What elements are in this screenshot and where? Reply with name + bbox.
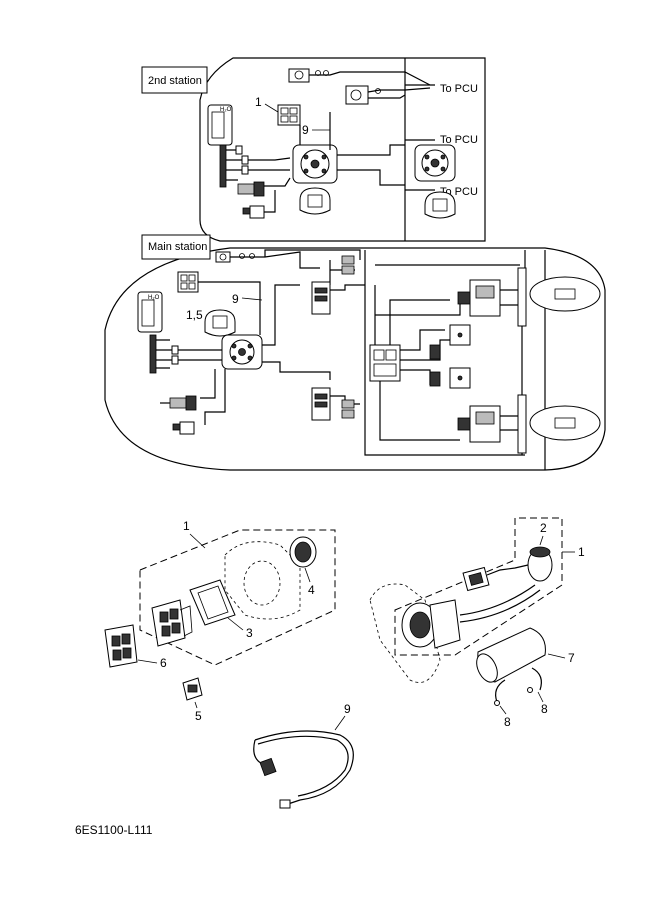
switch-assembly-exploded: 1 4 3 [104, 519, 336, 723]
harness-plug-2nd [299, 187, 331, 215]
callout-1-right: 1 [578, 545, 585, 559]
callout-6: 6 [160, 656, 167, 670]
switch-panel-main [177, 271, 199, 293]
wiring-callout-1: 1 [255, 95, 262, 109]
clip-8-left [494, 679, 506, 706]
switch-box-upper [311, 281, 365, 315]
main-top-harness [215, 249, 361, 285]
callout-8-right: 8 [541, 702, 548, 716]
nut-4 [289, 536, 317, 568]
main-station-label: Main station [148, 241, 207, 253]
relay-junction [364, 250, 525, 456]
main-station-group: Main station 1,5 9 H₂O [104, 234, 606, 471]
callout-5: 5 [195, 709, 202, 723]
switch-body [151, 599, 193, 647]
wiring-callout-1-5: 1,5 [186, 308, 203, 322]
harness-plug-pcu-2nd [424, 191, 456, 219]
terminal-strip-main [149, 334, 222, 374]
cap-5 [182, 677, 203, 701]
coil-2 [527, 546, 553, 582]
second-station-group: 2nd station To PCU 1 9 [141, 57, 486, 242]
switch-panel-2nd [264, 103, 301, 126]
nozzle-upper [529, 276, 601, 312]
gasket-3 [189, 579, 236, 626]
sensor-body [401, 584, 541, 649]
terminal-strip-2nd [219, 144, 291, 188]
callout-4: 4 [308, 583, 315, 597]
wiring-callout-9a: 9 [302, 123, 309, 137]
clip-8-right [527, 667, 542, 693]
hull-panel [224, 541, 301, 620]
trim-actuator-upper [457, 267, 527, 455]
svg-text:H₂O: H₂O [148, 295, 160, 301]
wire-harness-9: 9 [253, 702, 354, 809]
drawing-code: 6ES1100-L111 [75, 823, 153, 837]
to-pcu-label-2: To PCU [440, 134, 478, 146]
second-station-label: 2nd station [148, 75, 202, 87]
relay-upper [429, 324, 471, 360]
station-connector-main [198, 281, 331, 425]
sensor-assembly-exploded: 2 1 7 [369, 517, 585, 729]
switch-cover-6 [104, 624, 138, 668]
group-outline-left [139, 529, 336, 666]
display-unit-2nd: H₂O [207, 104, 233, 146]
main-station-label-box [141, 234, 211, 260]
relay-lower [429, 367, 471, 389]
sensor-lead-main [160, 395, 197, 435]
callout-9: 9 [344, 702, 351, 716]
switch-box-lower [311, 387, 360, 421]
sensor-connector [462, 564, 529, 592]
hull-panel-right [369, 583, 441, 683]
callout-3: 3 [246, 626, 253, 640]
engine-stop-connector [345, 85, 431, 105]
callout-7: 7 [568, 651, 575, 665]
to-pcu-label-1: To PCU [440, 83, 478, 95]
second-station-label-box [141, 66, 208, 94]
wiring-callout-9b: 9 [232, 292, 239, 306]
svg-text:H₂O: H₂O [220, 107, 232, 113]
second-station-outline [199, 57, 486, 242]
callout-1-left: 1 [183, 519, 190, 533]
callout-8-left: 8 [504, 715, 511, 729]
sleeve-7 [476, 627, 546, 683]
pcu-connector-2nd [414, 144, 456, 182]
sensor-lead-2nd [237, 177, 291, 219]
display-unit-main: H₂O [137, 291, 163, 333]
key-switch-connector [288, 68, 431, 86]
station-connector-2nd [292, 112, 405, 186]
harness-plug-main [204, 309, 236, 337]
nozzle-lower [529, 405, 601, 441]
callout-2: 2 [540, 521, 547, 535]
group-outline-right [394, 517, 563, 656]
main-station-outline [104, 247, 606, 471]
